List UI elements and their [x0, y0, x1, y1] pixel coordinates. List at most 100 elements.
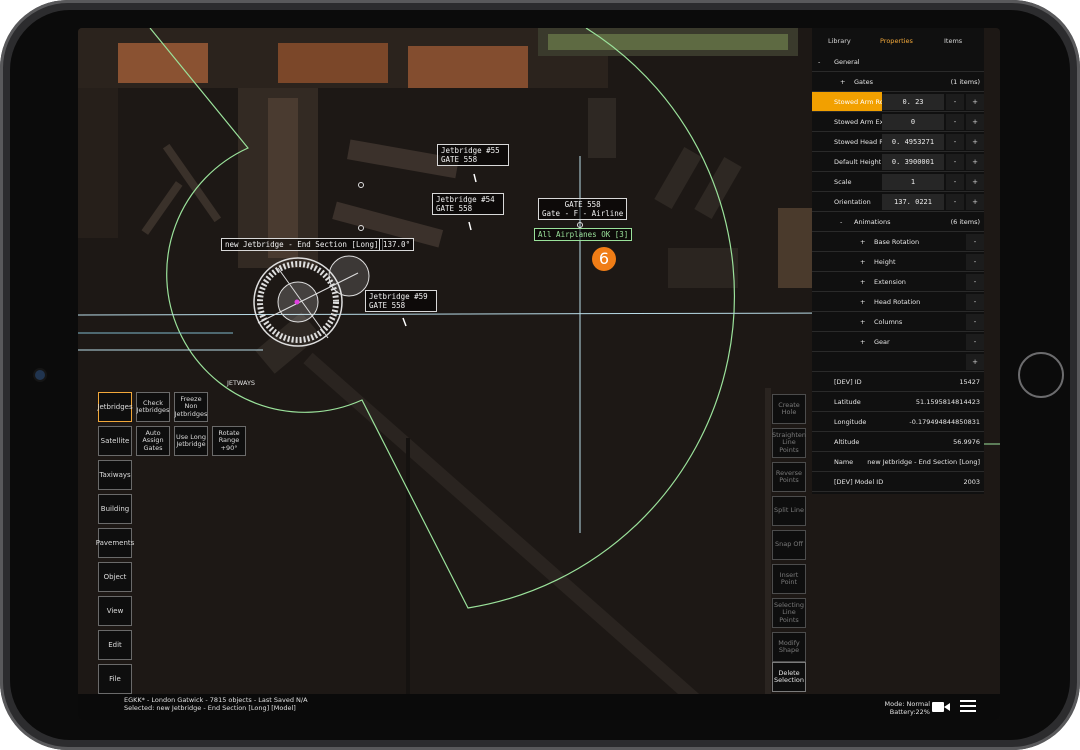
property-value-input[interactable]: 1 — [882, 174, 944, 190]
snap-off-button[interactable]: Snap Off — [772, 530, 806, 560]
property-value-input[interactable]: 0. 4953271 — [882, 134, 944, 150]
increment-button[interactable]: + — [966, 194, 984, 210]
property-stowed-head-rotation[interactable]: Stowed Head R 0. 4953271 - + — [812, 132, 984, 152]
info-altitude: Altitude 56.9976 — [812, 432, 984, 452]
use-long-jetbridge-button[interactable]: Use Long Jetbridge — [174, 426, 208, 456]
add-animation-button[interactable]: + — [966, 354, 984, 370]
info-longitude: Longitude -0.179494844850831 — [812, 412, 984, 432]
expand-icon[interactable]: + — [860, 258, 866, 266]
remove-button[interactable]: - — [966, 274, 984, 290]
tool-jetbridges[interactable]: Jetbridges — [97, 392, 133, 422]
remove-button[interactable]: - — [966, 334, 984, 350]
property-orientation[interactable]: Orientation 137. 0221 - + — [812, 192, 984, 212]
property-scale[interactable]: Scale 1 - + — [812, 172, 984, 192]
property-label: Default Height — [834, 158, 882, 166]
property-default-height[interactable]: Default Height 0. 3900001 - + — [812, 152, 984, 172]
general-row[interactable]: - General — [812, 52, 984, 72]
expand-gates-icon[interactable]: + — [840, 78, 846, 86]
freeze-non-jetbridges-button[interactable]: Freeze Non Jetbridges — [174, 392, 208, 422]
info-value: 2003 — [963, 478, 980, 486]
remove-button[interactable]: - — [966, 294, 984, 310]
animation-gear[interactable]: + Gear - — [812, 332, 984, 352]
animation-extension[interactable]: + Extension - — [812, 272, 984, 292]
decrement-button[interactable]: - — [946, 174, 964, 190]
add-animation-row[interactable]: + — [812, 352, 984, 372]
home-button[interactable] — [1018, 352, 1064, 398]
tool-view[interactable]: View — [98, 596, 132, 626]
info-dev-id: [DEV] ID 15427 — [812, 372, 984, 392]
collapse-animations-icon[interactable]: - — [840, 218, 843, 226]
increment-button[interactable]: + — [966, 94, 984, 110]
property-value-input[interactable]: 0. 3900001 — [882, 154, 944, 170]
info-name[interactable]: Name new Jetbridge - End Section [Long] — [812, 452, 984, 472]
expand-icon[interactable]: + — [860, 318, 866, 326]
animation-label: Base Rotation — [874, 238, 920, 246]
gates-label: Gates — [854, 78, 873, 86]
remove-button[interactable]: - — [966, 234, 984, 250]
straighten-line-points-button[interactable]: Straighten Line Points — [772, 428, 806, 458]
increment-button[interactable]: + — [966, 114, 984, 130]
create-hole-button[interactable]: Create Hole — [772, 394, 806, 424]
remove-button[interactable]: - — [966, 254, 984, 270]
tool-taxiways[interactable]: Taxiways — [98, 460, 132, 490]
tool-satellite[interactable]: Satellite — [98, 426, 132, 456]
decrement-button[interactable]: - — [946, 194, 964, 210]
animation-label: Head Rotation — [874, 298, 921, 306]
rotate-range-button[interactable]: Rotate Range +90° — [212, 426, 246, 456]
hamburger-menu-icon[interactable] — [960, 699, 976, 713]
info-label: Name — [834, 458, 854, 466]
selecting-line-points-button[interactable]: Selecting Line Points — [772, 598, 806, 628]
modify-shape-button[interactable]: Modify Shape — [772, 632, 806, 662]
property-stowed-arm-extension[interactable]: Stowed Arm Ex 0 - + — [812, 112, 984, 132]
increment-button[interactable]: + — [966, 154, 984, 170]
jetbridge-55-label[interactable]: Jetbridge #55 GATE 558 — [437, 144, 509, 166]
front-camera — [35, 370, 45, 380]
battery-label: Battery:22% — [889, 708, 930, 716]
animation-base-rotation[interactable]: + Base Rotation - — [812, 232, 984, 252]
increment-button[interactable]: + — [966, 134, 984, 150]
insert-point-button[interactable]: Insert Point — [772, 564, 806, 594]
tab-properties[interactable]: Properties — [880, 37, 913, 45]
property-value-input[interactable]: 137. 0221 — [882, 194, 944, 210]
decrement-button[interactable]: - — [946, 154, 964, 170]
app-screen[interactable]: Jetbridge #55 GATE 558 Jetbridge #54 GAT… — [78, 28, 1000, 720]
tool-object[interactable]: Object — [98, 562, 132, 592]
animation-label: Columns — [874, 318, 903, 326]
jetbridge-59-label[interactable]: Jetbridge #59 GATE 558 — [365, 290, 437, 312]
collapse-icon[interactable]: - — [818, 58, 821, 66]
tool-pavements[interactable]: Pavements — [96, 528, 134, 558]
expand-icon[interactable]: + — [860, 278, 866, 286]
animation-height[interactable]: + Height - — [812, 252, 984, 272]
check-jetbridges-button[interactable]: Check Jetbridges — [136, 392, 170, 422]
animations-row[interactable]: - Animations (6 items) — [812, 212, 984, 232]
notification-badge[interactable]: 6 — [592, 247, 616, 271]
auto-assign-gates-button[interactable]: Auto Assign Gates — [136, 426, 170, 456]
camera-icon[interactable] — [932, 700, 950, 714]
property-label: Orientation — [834, 198, 871, 206]
tool-edit[interactable]: Edit — [98, 630, 132, 660]
property-value-input[interactable]: 0 — [882, 114, 944, 130]
property-value-input[interactable]: 0. 23 — [882, 94, 944, 110]
animation-columns[interactable]: + Columns - — [812, 312, 984, 332]
gates-row[interactable]: + Gates (1 items) — [812, 72, 984, 92]
decrement-button[interactable]: - — [946, 134, 964, 150]
gate-558-label[interactable]: GATE 558 Gate - F - Airline — [538, 198, 628, 220]
tab-items[interactable]: Items — [944, 37, 963, 45]
reverse-points-button[interactable]: Reverse Points — [772, 462, 806, 492]
split-line-button[interactable]: Split Line — [772, 496, 806, 526]
expand-icon[interactable]: + — [860, 338, 866, 346]
animation-head-rotation[interactable]: + Head Rotation - — [812, 292, 984, 312]
decrement-button[interactable]: - — [946, 114, 964, 130]
decrement-button[interactable]: - — [946, 94, 964, 110]
increment-button[interactable]: + — [966, 174, 984, 190]
tool-building[interactable]: Building — [98, 494, 132, 524]
expand-icon[interactable]: + — [860, 238, 866, 246]
tool-file[interactable]: File — [98, 664, 132, 694]
delete-selection-button[interactable]: Delete Selection — [772, 662, 806, 692]
jetbridge-54-label[interactable]: Jetbridge #54 GATE 558 — [432, 193, 504, 215]
expand-icon[interactable]: + — [860, 298, 866, 306]
name-value[interactable]: new Jetbridge - End Section [Long] — [867, 458, 980, 466]
remove-button[interactable]: - — [966, 314, 984, 330]
tab-library[interactable]: Library — [828, 37, 851, 45]
property-stowed-arm-rotation[interactable]: Stowed Arm Ro 0. 23 - + — [812, 92, 984, 112]
